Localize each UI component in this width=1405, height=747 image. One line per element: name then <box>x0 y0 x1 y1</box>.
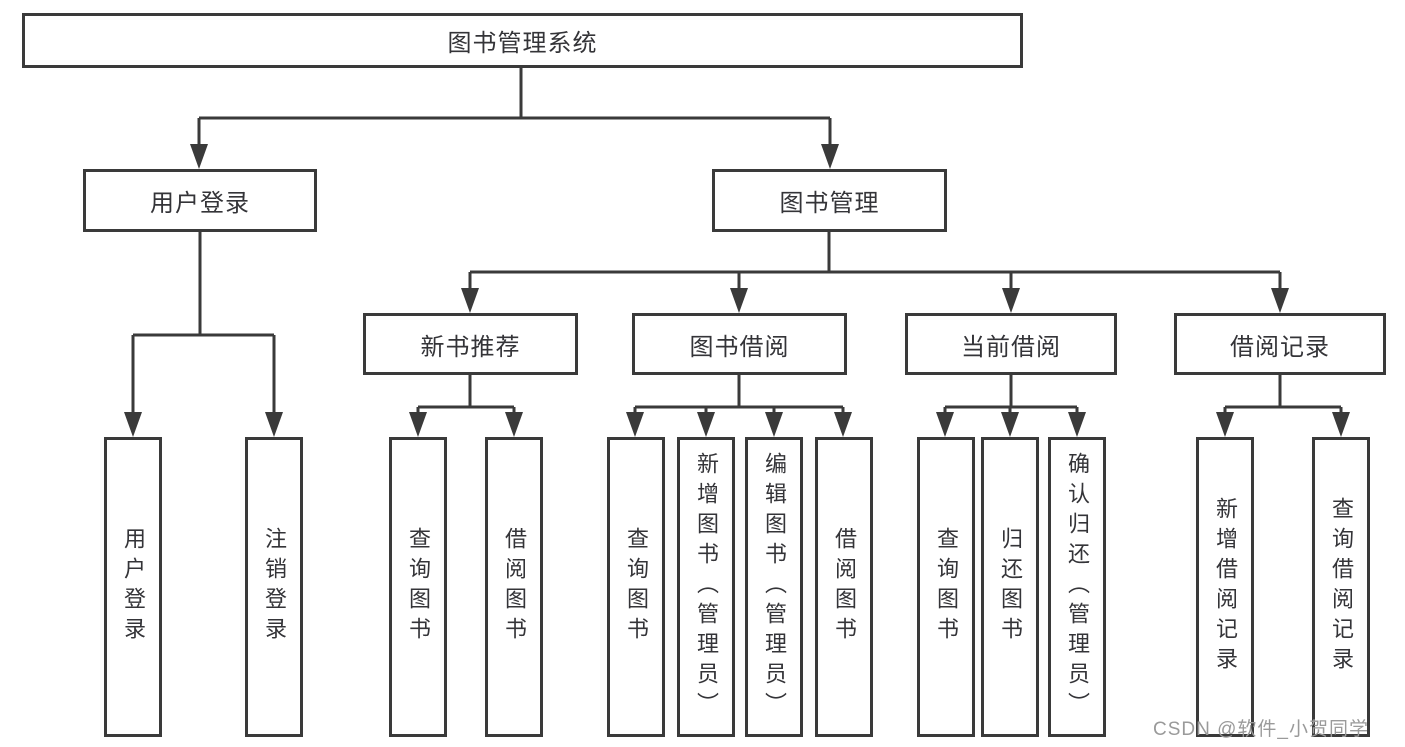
leaf-user-login: 用户登录 <box>104 437 162 737</box>
node-root-system: 图书管理系统 <box>22 13 1023 68</box>
leaf-borrow-books: 借阅图书 <box>815 437 873 737</box>
leaf-confirm-return-admin: 确认归还（管理员） <box>1048 437 1106 737</box>
leaf-edit-books-admin: 编辑图书（管理员） <box>745 437 803 737</box>
csdn-watermark: CSDN @软件_小贺同学 <box>1153 719 1369 740</box>
node-current-borrowing: 当前借阅 <box>905 313 1117 375</box>
leaf-query-books-recommend: 查询图书 <box>389 437 447 737</box>
node-label: 新增借阅记录 <box>1213 497 1238 677</box>
leaf-logout: 注销登录 <box>245 437 303 737</box>
node-label: 编辑图书（管理员） <box>762 452 787 722</box>
leaf-query-borrow-record: 查询借阅记录 <box>1312 437 1370 737</box>
connector-records-to-children <box>1216 375 1350 437</box>
leaf-add-borrow-record: 新增借阅记录 <box>1196 437 1254 737</box>
node-label: 图书管理 <box>779 190 880 217</box>
node-label: 查询图书 <box>406 527 431 647</box>
node-label: 查询借阅记录 <box>1329 497 1354 677</box>
leaf-add-books-admin: 新增图书（管理员） <box>677 437 735 737</box>
connector-current-to-children <box>936 375 1086 437</box>
connector-userlogin-to-children <box>124 232 283 437</box>
node-label: 新增图书（管理员） <box>694 452 719 722</box>
connector-root-to-level1 <box>190 68 839 169</box>
leaf-borrow-books-recommend: 借阅图书 <box>485 437 543 737</box>
node-book-borrowing: 图书借阅 <box>632 313 847 375</box>
connector-borrowing-to-children <box>626 375 852 437</box>
node-label: 确认归还（管理员） <box>1065 452 1090 722</box>
node-borrowing-records: 借阅记录 <box>1174 313 1386 375</box>
leaf-return-books: 归还图书 <box>981 437 1039 737</box>
node-label: 新书推荐 <box>420 333 521 361</box>
leaf-query-books-current: 查询图书 <box>917 437 975 737</box>
node-label: 归还图书 <box>998 527 1023 647</box>
node-book-management: 图书管理 <box>712 169 947 232</box>
node-user-login: 用户登录 <box>83 169 317 232</box>
node-label: 借阅图书 <box>502 527 527 647</box>
node-label: 当前借阅 <box>961 333 1061 361</box>
node-label: 借阅记录 <box>1230 333 1330 361</box>
node-label: 借阅图书 <box>832 527 857 647</box>
node-label: 查询图书 <box>624 527 649 647</box>
node-label: 查询图书 <box>934 527 959 647</box>
leaf-query-books-borrowing: 查询图书 <box>607 437 665 737</box>
node-label: 用户登录 <box>150 190 250 217</box>
node-label: 注销登录 <box>262 527 287 647</box>
connector-bookmgmt-to-level2 <box>461 232 1289 313</box>
node-new-book-recommend: 新书推荐 <box>363 313 578 375</box>
node-label: 图书借阅 <box>689 333 790 361</box>
node-label: 图书管理系统 <box>447 30 598 57</box>
node-label: 用户登录 <box>121 527 146 647</box>
connector-newbooks-to-children <box>409 375 523 437</box>
